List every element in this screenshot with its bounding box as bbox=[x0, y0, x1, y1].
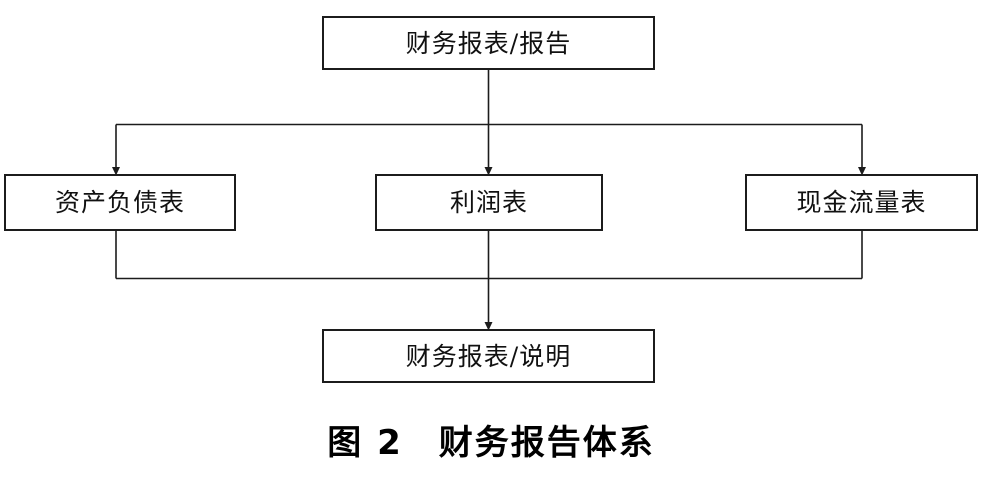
node-cash-flow-statement: 现金流量表 bbox=[745, 174, 978, 231]
node-financial-report-label: 财务报表/报告 bbox=[405, 28, 572, 58]
figure-caption-text: 图 2 财务报告体系 bbox=[327, 423, 655, 463]
node-financial-statement-notes-label: 财务报表/说明 bbox=[405, 341, 572, 371]
node-income-statement: 利润表 bbox=[375, 174, 603, 231]
node-balance-sheet-label: 资产负债表 bbox=[54, 188, 185, 217]
node-financial-statement-notes: 财务报表/说明 bbox=[322, 329, 655, 383]
node-income-statement-label: 利润表 bbox=[449, 188, 528, 217]
node-financial-report: 财务报表/报告 bbox=[322, 16, 655, 70]
figure-caption: 图 2 财务报告体系 bbox=[0, 415, 982, 464]
node-cash-flow-statement-label: 现金流量表 bbox=[796, 188, 927, 217]
node-balance-sheet: 资产负债表 bbox=[4, 174, 236, 231]
